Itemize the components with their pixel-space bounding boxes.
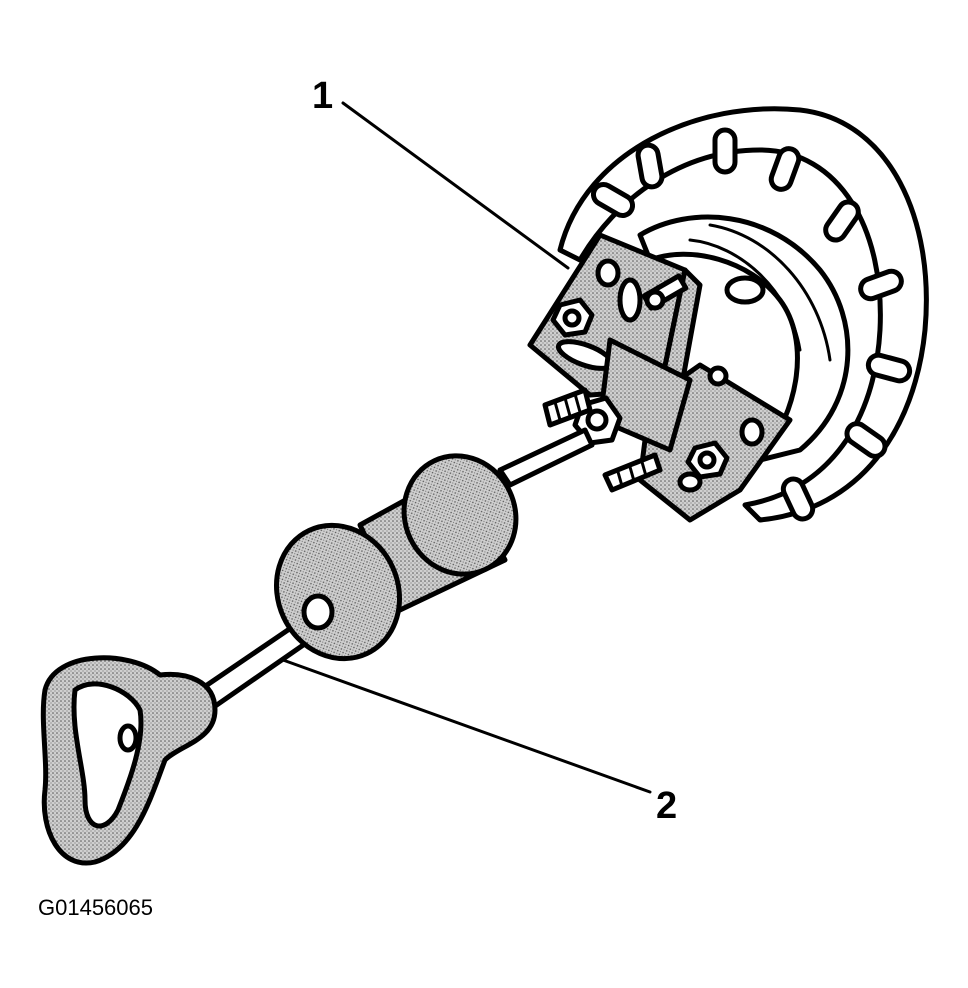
slide-hammer-tool	[40, 427, 595, 866]
nut-upper	[550, 297, 595, 338]
puller-adapter-plate-upper	[527, 232, 703, 398]
stud-upper-right	[641, 273, 689, 311]
callout-1: 1	[312, 75, 333, 117]
leader-line-1	[341, 101, 570, 270]
stud-lower-right	[707, 365, 729, 387]
t-handle	[40, 655, 218, 866]
threaded-stud-bottom	[602, 452, 663, 493]
threaded-stud-left	[542, 387, 593, 428]
callout-2: 2	[656, 785, 677, 827]
brake-rotor	[557, 106, 929, 523]
leader-line-2	[281, 658, 652, 794]
nut-lower	[685, 440, 730, 480]
figure-id: G01456065	[38, 895, 153, 920]
puller-adapter-plate-lower	[597, 337, 793, 523]
